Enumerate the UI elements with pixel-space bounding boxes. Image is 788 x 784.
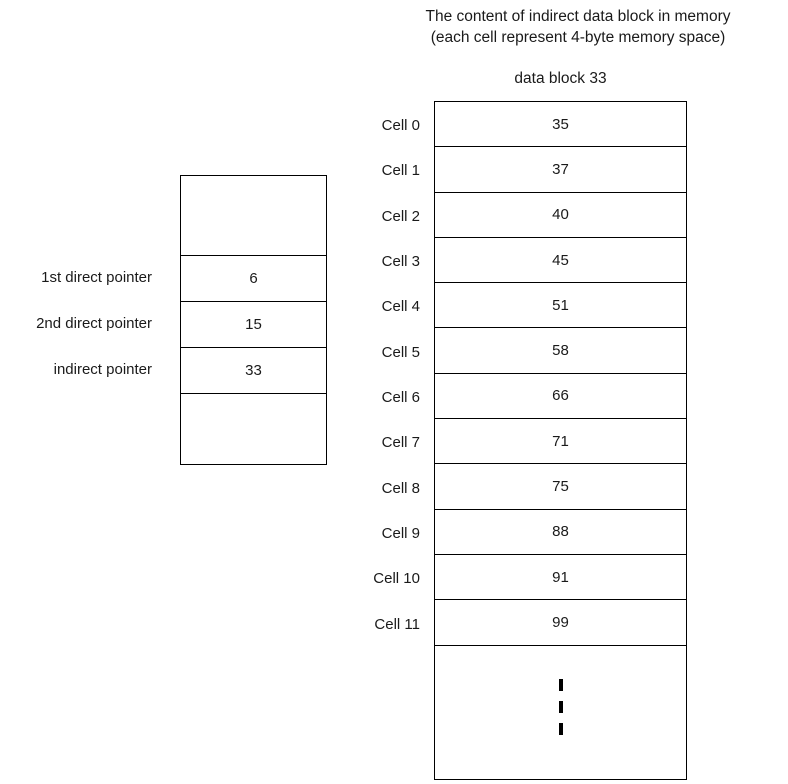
- cell-label-7: Cell 7: [381, 434, 420, 451]
- vertical-ellipsis-icon: [558, 679, 563, 736]
- data-block-cell-3: 45: [435, 238, 686, 284]
- diagram-title-line-1: The content of indirect data block in me…: [425, 8, 731, 25]
- ellipsis-dash-1: [558, 679, 563, 692]
- data-block-cell-remaining: [435, 646, 686, 779]
- data-block-cell-8: 75: [435, 464, 686, 510]
- cell-label-8: Cell 8: [381, 480, 420, 497]
- data-block-cell-9: 88: [435, 510, 686, 555]
- data-block-table: 35 37 40 45 51 58 66 71 75 88 91 99: [434, 101, 687, 780]
- cell-label-5: Cell 5: [381, 344, 420, 361]
- ellipsis-dash-3: [558, 723, 563, 736]
- inode-row-indirect-pointer: 33: [181, 348, 326, 394]
- inode-row-2nd-direct-pointer: 15: [181, 302, 326, 348]
- inode-pointer-table: 6 15 33: [180, 175, 327, 465]
- inode-row-empty-top: [181, 176, 326, 256]
- diagram-title-line-2: (each cell represent 4-byte memory space…: [430, 29, 726, 46]
- data-block-caption: data block 33: [514, 70, 607, 87]
- data-block-cell-0: 35: [435, 102, 686, 148]
- data-block-cell-5: 58: [435, 328, 686, 374]
- data-block-cell-10: 91: [435, 555, 686, 601]
- inode-pointer-label-indirect: indirect pointer: [53, 361, 152, 378]
- data-block-cell-2: 40: [435, 193, 686, 238]
- cell-label-10: Cell 10: [373, 570, 420, 587]
- inode-row-empty-bottom: [181, 394, 326, 464]
- data-block-cell-11: 99: [435, 600, 686, 646]
- data-block-cell-4: 51: [435, 283, 686, 329]
- data-block-cell-1: 37: [435, 147, 686, 193]
- ellipsis-dash-2: [558, 701, 563, 714]
- diagram-title: The content of indirect data block in me…: [368, 6, 788, 48]
- cell-label-11: Cell 11: [374, 616, 420, 633]
- cell-label-0: Cell 0: [381, 117, 420, 134]
- inode-row-1st-direct-pointer: 6: [181, 256, 326, 302]
- data-block-cell-7: 71: [435, 419, 686, 465]
- cell-label-6: Cell 6: [381, 389, 420, 406]
- inode-pointer-label-1st-direct: 1st direct pointer: [41, 269, 152, 286]
- data-block-cell-6: 66: [435, 374, 686, 420]
- cell-label-2: Cell 2: [381, 208, 420, 225]
- cell-label-9: Cell 9: [381, 525, 420, 542]
- cell-label-1: Cell 1: [381, 162, 420, 179]
- inode-pointer-label-2nd-direct: 2nd direct pointer: [36, 315, 152, 332]
- cell-label-3: Cell 3: [381, 253, 420, 270]
- cell-label-4: Cell 4: [381, 298, 420, 315]
